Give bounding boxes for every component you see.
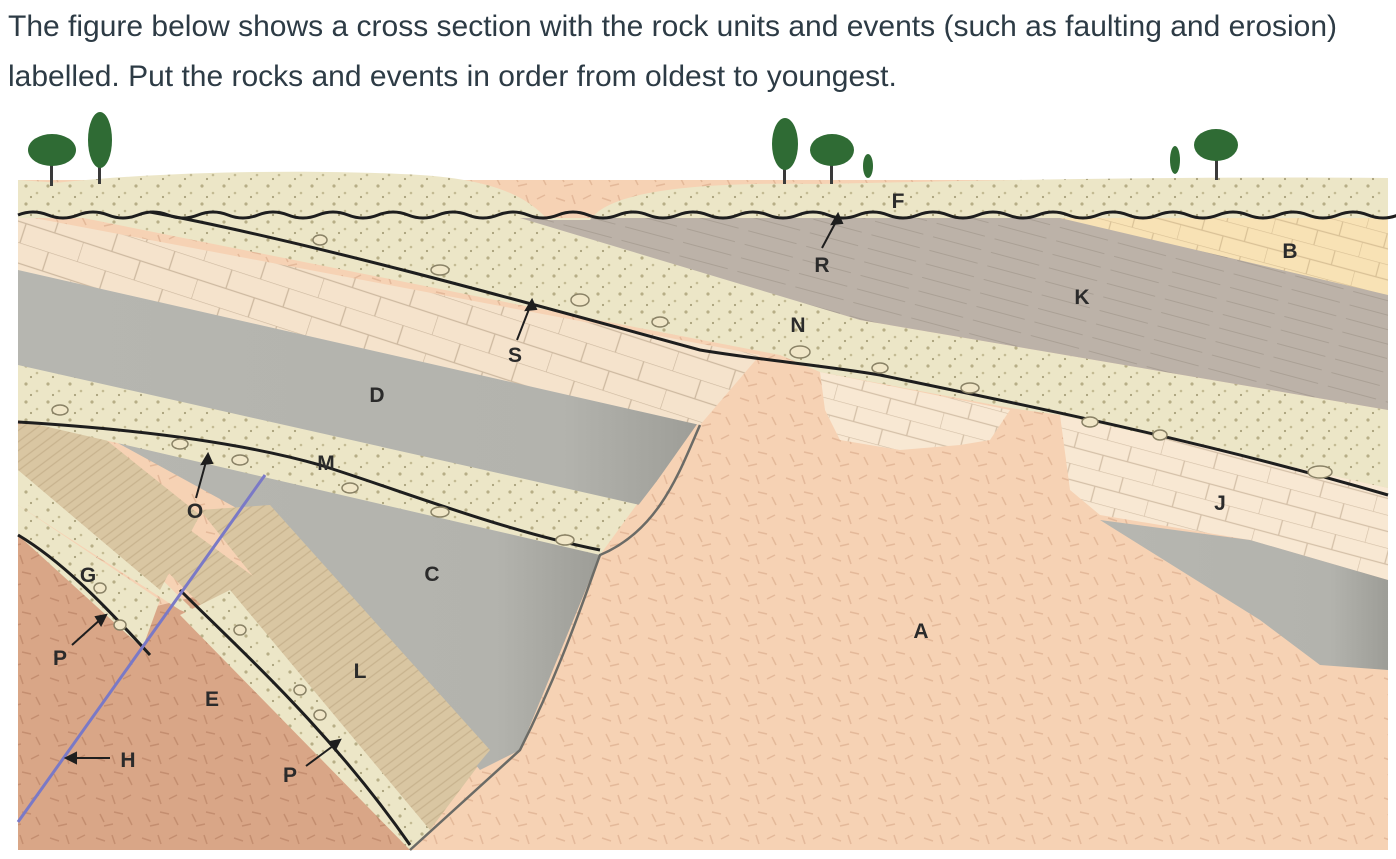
label-p-left: P	[53, 647, 67, 670]
trees	[28, 112, 1238, 186]
limestone-layer-j	[1060, 415, 1388, 580]
intrusion-contact	[409, 424, 702, 851]
shale-layer-k	[520, 218, 1388, 410]
label-p-right: P	[283, 764, 297, 787]
unconformity-f	[17, 210, 1396, 220]
striped-layer-l-front	[200, 505, 490, 810]
limestone-remnant	[820, 372, 1010, 450]
limestone-layer	[18, 215, 760, 425]
label-g: G	[80, 564, 96, 587]
fault-h	[16, 474, 267, 823]
unconformity-s-n	[149, 210, 1389, 497]
sandstone-band	[180, 590, 430, 850]
label-o: O	[187, 500, 203, 523]
label-f: F	[892, 190, 905, 213]
label-e: E	[205, 688, 219, 711]
unconformity-p-left	[17, 533, 152, 657]
cross-section-diagram: A B C D E F G H J K L M N O P P R S	[16, 112, 1396, 851]
label-b: B	[1282, 240, 1297, 263]
cross-section-figure: A B C D E F G H J K L M N O P P R S	[0, 110, 1396, 854]
label-k: K	[1074, 286, 1089, 309]
label-n: N	[790, 314, 805, 337]
label-c: C	[424, 563, 439, 586]
label-a: A	[913, 620, 928, 643]
gray-layer-d	[18, 265, 700, 505]
label-m: M	[317, 452, 335, 475]
basement-e	[18, 535, 410, 850]
label-r: R	[814, 254, 829, 277]
label-d: D	[369, 384, 384, 407]
label-arrows	[63, 211, 844, 767]
gray-layer-right	[1100, 520, 1388, 670]
unconformity-p-right	[178, 588, 412, 846]
label-s: S	[508, 344, 522, 367]
sandstone-f	[18, 171, 1388, 220]
sandstone-m	[18, 360, 640, 555]
label-l: L	[354, 660, 367, 683]
label-j: J	[1214, 492, 1226, 515]
striped-layer-l-back	[18, 415, 200, 590]
label-h: H	[120, 749, 135, 772]
question-text: The figure below shows a cross section w…	[8, 10, 1338, 93]
limestone-layer-b	[1060, 218, 1388, 295]
sandstone-g	[18, 505, 160, 655]
unconformity-m	[17, 420, 601, 552]
pebbles	[51, 234, 1333, 721]
basement-e-left	[18, 535, 150, 850]
